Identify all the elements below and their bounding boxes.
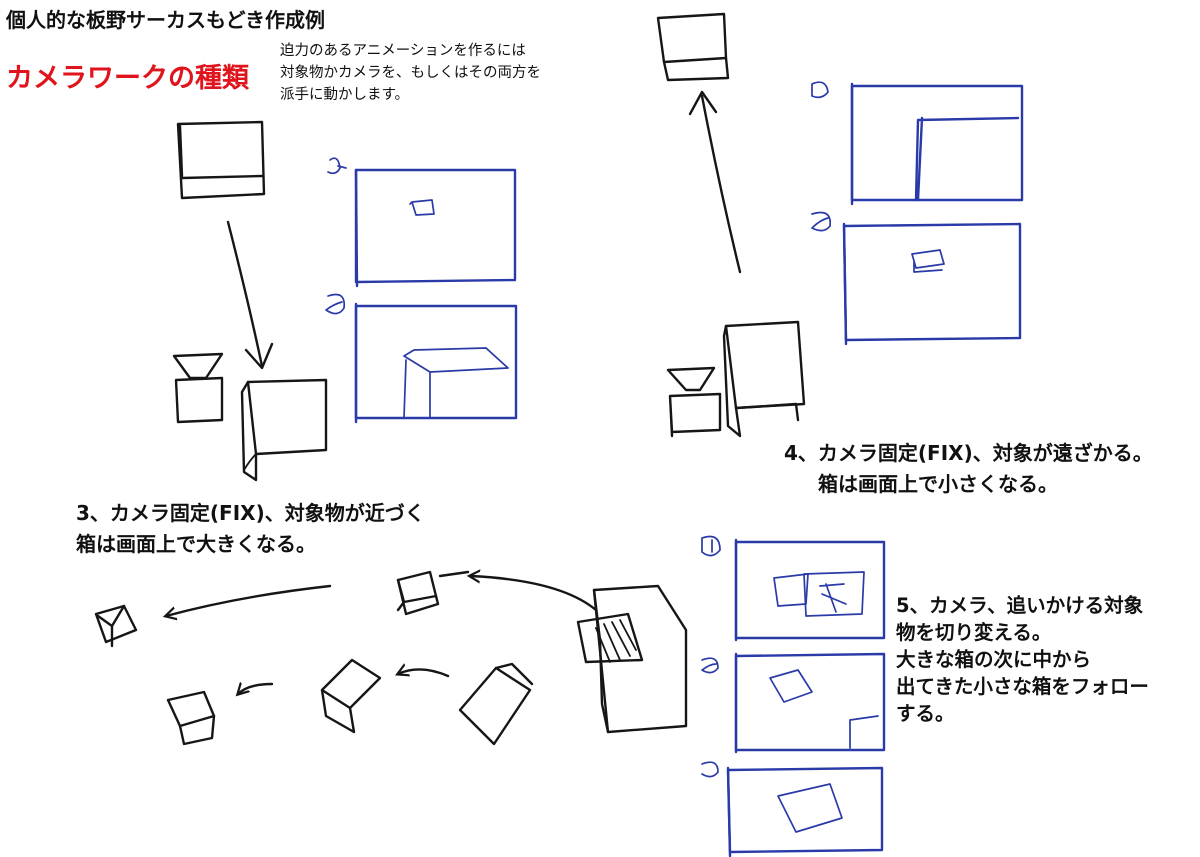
section-5-frame-1: [701, 535, 886, 642]
intro-line-3: 派手に動かします。: [280, 87, 410, 103]
section-5-trajectory: [166, 658, 534, 746]
section-4-frame-1: [811, 81, 1024, 206]
section-4-frame-2: [811, 211, 1022, 346]
section-3-frame-1: [327, 157, 517, 288]
intro-text: 迫力のあるアニメーションを作るには 対象物かカメラを、もしくはその両方を 派手に…: [280, 40, 541, 106]
section-5-frame-2: [701, 652, 886, 754]
section-3-camera-icon: [172, 352, 224, 424]
section-4-line-1: 4、カメラ固定(FIX)、対象が遠ざかる。: [784, 441, 1153, 465]
section-5-line-2: 物を切り変える。: [896, 621, 1052, 644]
page-header: 個人的な板野サーカスもどき作成例: [6, 8, 325, 32]
page-title: カメラワークの種類: [6, 63, 249, 94]
section-3-arrow: [226, 220, 274, 370]
section-4-arrow: [688, 90, 742, 274]
section-5-frame-3: [701, 761, 884, 857]
intro-line-2: 対象物かカメラを、もしくはその両方を: [280, 65, 541, 81]
section-3-trajectory: [94, 572, 598, 648]
section-4-caption: 4、カメラ固定(FIX)、対象が遠ざかる。 箱は画面上で小さくなる。: [784, 438, 1153, 500]
section-3-box-near: [240, 378, 328, 482]
section-5-line-3: 大きな箱の次に中から: [896, 648, 1092, 671]
section-5-big-box: [576, 584, 688, 734]
section-3-caption: 3、カメラ固定(FIX)、対象物が近づく 箱は画面上で大きくなる。: [76, 498, 425, 560]
section-5-line-1: 5、カメラ、追いかける対象: [896, 594, 1144, 617]
section-3-box-far: [176, 120, 266, 200]
section-5-line-4: 出てきた小さな箱をフォロー: [896, 675, 1149, 698]
section-4-box-far: [656, 12, 730, 82]
section-4-line-2: 箱は画面上で小さくなる。: [818, 472, 1058, 496]
section-4-box-near: [722, 320, 806, 438]
section-3-frame-2: [325, 293, 518, 424]
intro-line-1: 迫力のあるアニメーションを作るには: [280, 43, 526, 59]
section-4-camera-icon: [666, 366, 722, 438]
section-3-line-2: 箱は画面上で大きくなる。: [76, 532, 316, 556]
section-5-line-5: する。: [896, 702, 955, 725]
section-3-line-1: 3、カメラ固定(FIX)、対象物が近づく: [76, 501, 425, 525]
section-5-caption: 5、カメラ、追いかける対象 物を切り変える。 大きな箱の次に中から 出てきた小さ…: [896, 592, 1149, 727]
